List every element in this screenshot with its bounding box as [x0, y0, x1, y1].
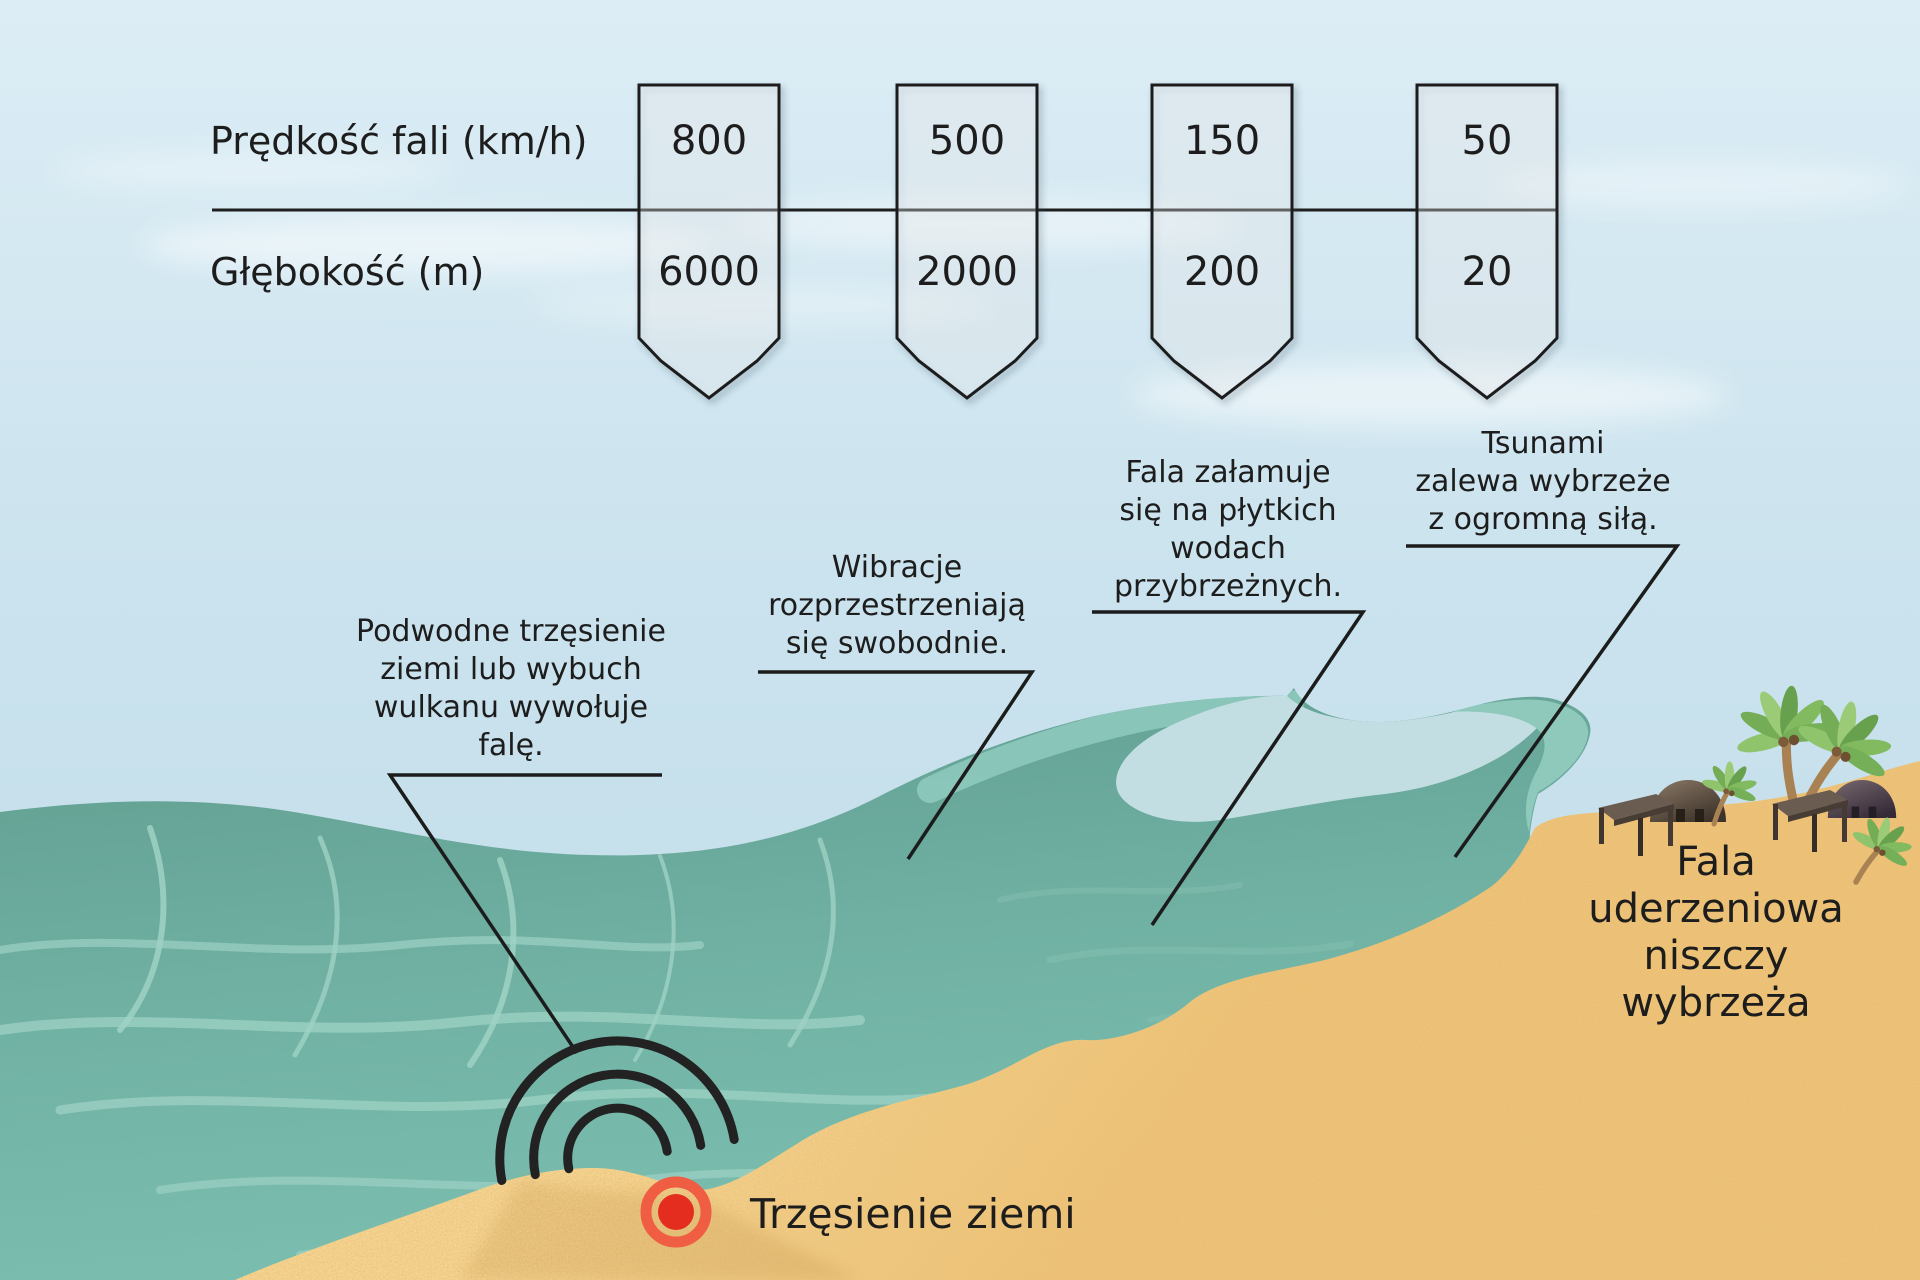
leader-line	[1092, 610, 1367, 926]
leader-line	[386, 773, 662, 1054]
value-banner	[637, 83, 781, 400]
leader-line	[758, 670, 1036, 860]
earthquake-target-icon	[640, 1176, 712, 1248]
annotation-vibrations: Wibracje rozprzestrzeniają się swobodnie…	[768, 550, 1026, 661]
banner-speed-value: 150	[1183, 118, 1261, 164]
banner-speed-value: 500	[928, 118, 1006, 164]
value-banner	[1415, 83, 1559, 400]
banner-depth-value: 6000	[658, 249, 760, 295]
leader-lines	[386, 544, 1681, 1054]
sand-beach	[235, 761, 1920, 1280]
banner-depth-value: 2000	[916, 249, 1018, 295]
wave-crest-foam	[1116, 695, 1556, 822]
value-banner	[895, 83, 1039, 400]
annotation-earthquake-cause: Podwodne trzęsienie ziemi lub wybuch wul…	[356, 614, 666, 763]
annotation-tsunami-floods: Tsunami zalewa wybrzeże z ogromną siłą.	[1415, 426, 1671, 537]
banner-speed-value: 800	[670, 118, 748, 164]
epicenter-arcs-icon	[495, 1036, 739, 1185]
value-banners	[637, 83, 1559, 400]
value-banner	[1150, 83, 1294, 400]
annotation-wave-breaks: Fala załamuje się na płytkich wodach prz…	[1113, 455, 1343, 604]
depth-row-label: Głębokość (m)	[210, 250, 485, 294]
leader-line	[1406, 544, 1681, 859]
banner-depth-value: 20	[1461, 249, 1513, 295]
banner-depth-value: 200	[1183, 249, 1261, 295]
shockwave-caption: Fala uderzeniowa niszczy wybrzeża	[1588, 839, 1844, 1026]
banner-speed-value: 50	[1461, 118, 1513, 164]
wave-curl-lip	[1445, 699, 1589, 832]
speed-row-label: Prędkość fali (km/h)	[210, 119, 588, 163]
sand-shadow	[460, 1180, 860, 1280]
clouds	[50, 148, 1910, 427]
earthquake-label: Trzęsienie ziemi	[750, 1190, 1076, 1238]
